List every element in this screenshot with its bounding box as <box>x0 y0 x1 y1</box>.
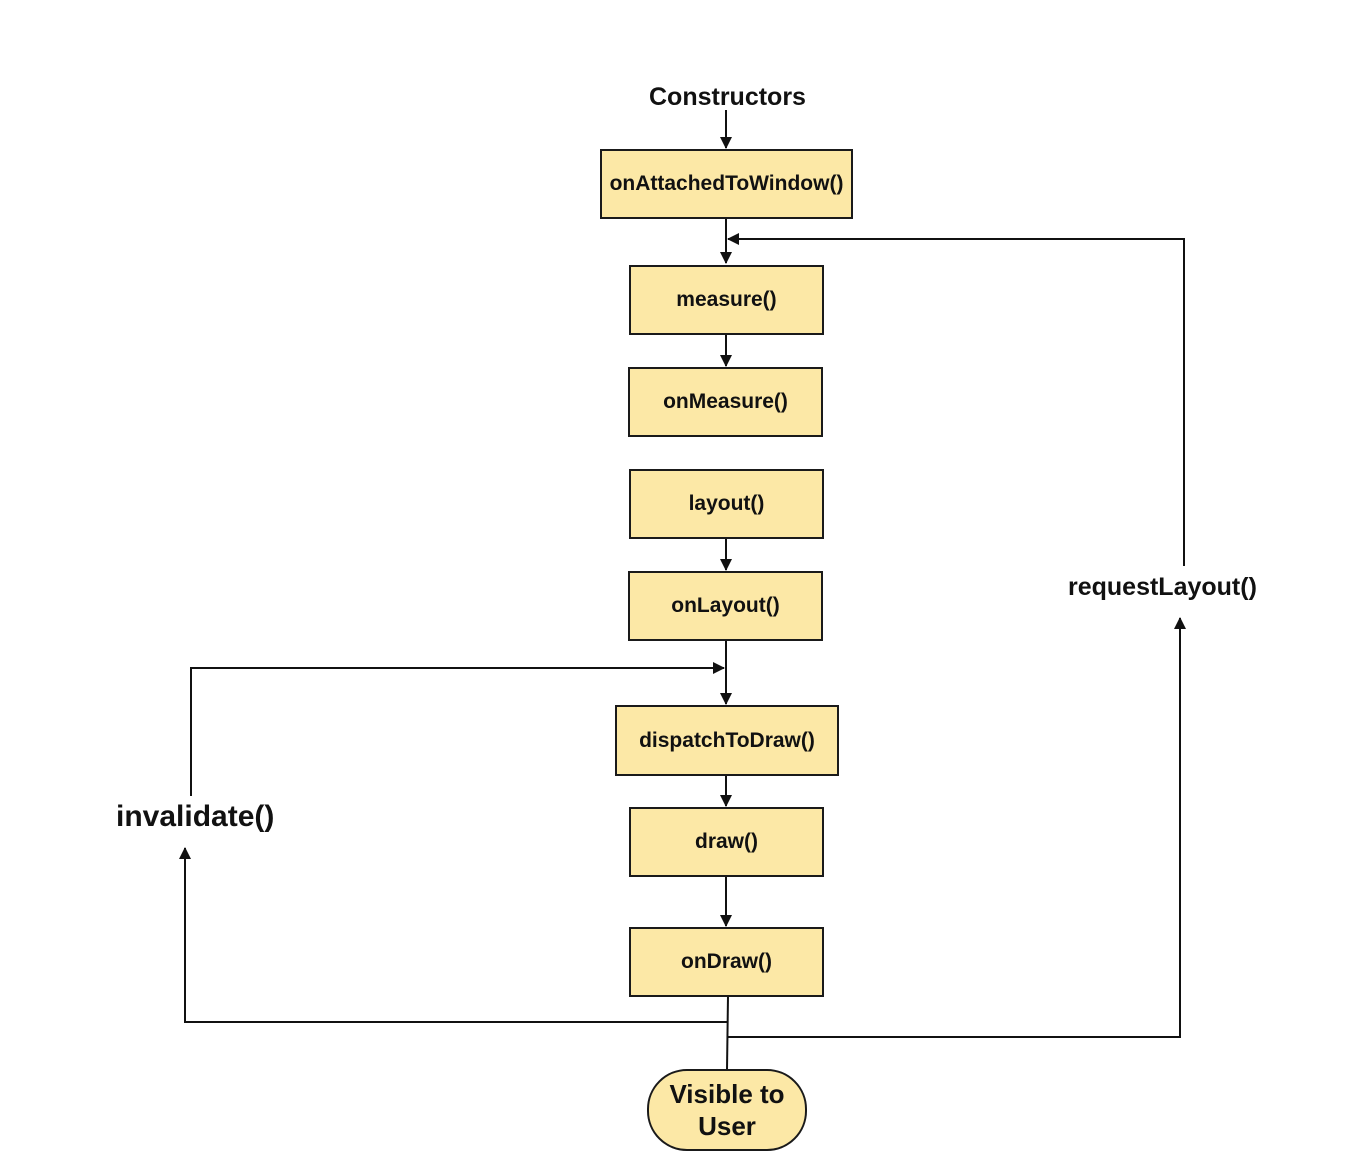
loop-request-layout-lower <box>727 617 1186 1038</box>
loop-invalidate-lower <box>179 847 728 1023</box>
node-visible-to-user: Visible to User <box>647 1069 807 1151</box>
node-dispatch-to-draw: dispatchToDraw() <box>615 705 839 776</box>
node-on-attached-to-window: onAttachedToWindow() <box>600 149 853 219</box>
node-measure: measure() <box>629 265 824 335</box>
line-ondraw-to-visible <box>726 995 729 1071</box>
node-layout: layout() <box>629 469 824 539</box>
loop-request-layout-upper <box>727 233 1185 566</box>
request-layout-label: requestLayout() <box>1068 573 1257 601</box>
node-on-draw: onDraw() <box>629 927 824 997</box>
node-on-measure: onMeasure() <box>628 367 823 437</box>
invalidate-label: invalidate() <box>116 800 275 833</box>
node-draw: draw() <box>629 807 824 877</box>
node-on-layout: onLayout() <box>628 571 823 641</box>
loop-invalidate-upper <box>190 662 725 796</box>
constructors-label: Constructors <box>649 83 806 111</box>
